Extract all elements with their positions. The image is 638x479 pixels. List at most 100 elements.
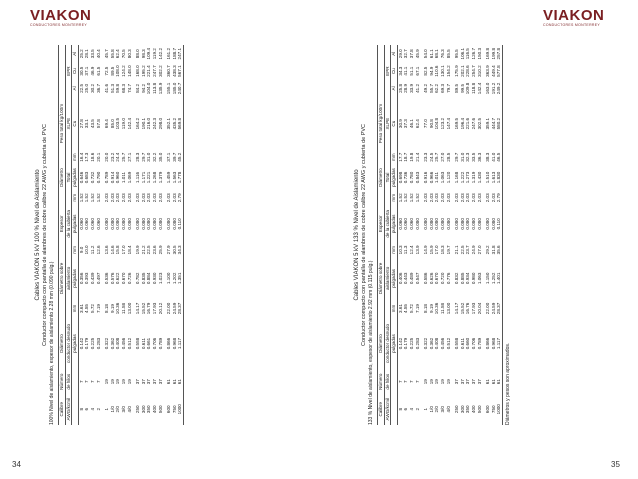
header-cell: de la cubierta [384, 204, 391, 243]
header-cell: conductor desnudo [65, 317, 72, 370]
header-cell: Espesor [377, 204, 385, 243]
table-cell: 2.03 [166, 193, 172, 203]
table-cell: 14.17 [135, 302, 141, 315]
table-cell: 1.117 [496, 317, 503, 370]
table-cell: 77.0 [423, 119, 429, 129]
table-cell: 28.37 [177, 299, 184, 318]
table-cell: 1 [104, 407, 110, 411]
table-cell: 41.6 [104, 83, 110, 93]
table-cell: 600 [485, 405, 491, 414]
table-cell: 2.03 [104, 193, 110, 203]
table-cell: 61 [496, 369, 503, 394]
viakon-logo: VIAKON CONDUCTORES MONTERREY [543, 7, 605, 27]
table-cell: 0.586 [423, 272, 429, 285]
header-cell: mm [71, 190, 79, 205]
table-cell: 1.459 [166, 171, 172, 184]
table-cell: 1.168 [454, 171, 460, 184]
header-cell: de hilos [384, 369, 391, 394]
header-cell: mm [390, 242, 398, 257]
header-cell [377, 299, 385, 318]
table-cell: 0.866 [485, 337, 491, 350]
table-cell: 2.79 [496, 190, 503, 205]
table-cell: 155.1 [166, 82, 172, 95]
header-cell [58, 150, 66, 165]
header-cell: pulgadas [71, 317, 79, 370]
table-cell: 95.5 [454, 49, 460, 59]
header-cell: mm [390, 190, 398, 205]
header-cell: Diámetro [58, 317, 66, 370]
table-cell: 19 [104, 379, 110, 385]
table-cell: 0.080 [423, 218, 429, 230]
header-cell [58, 79, 66, 98]
header-cell: de hilos [65, 369, 72, 394]
header-cell: EPR [384, 62, 391, 80]
header-cell: XLPE [65, 97, 72, 151]
table-cell: 161.2 [166, 47, 172, 60]
header-cell [377, 45, 385, 63]
table-cell: 0.080 [454, 218, 460, 230]
header-cell: Espesor [58, 204, 66, 243]
table-title: Cables VIAKON 5 kV 100 % Nivel de Aislam… [35, 169, 41, 301]
table-cell: 61 [166, 379, 172, 385]
table-cell: 14.17 [454, 302, 460, 315]
table-note: 133 % Nivel de aislamiento, espesor de a… [368, 260, 374, 425]
table-cell: 0.322 [423, 337, 429, 350]
table-cell: 0.110 [496, 204, 503, 243]
header-cell: Diámetro [377, 317, 385, 370]
table-cell: 8.18 [423, 304, 429, 313]
header-cell: mm [390, 150, 398, 165]
header-cell: de la cubierta [65, 204, 72, 243]
header-cell [71, 369, 79, 394]
table-cell: 22.00 [485, 302, 491, 315]
viakon-logo: VIAKON CONDUCTORES MONTERREY [30, 7, 92, 27]
header-cell: Diámetro sobre [377, 256, 385, 300]
header-cell [377, 150, 385, 165]
table-cell: 20.0 [104, 152, 110, 162]
header-cell: Cu [390, 62, 398, 80]
header-cell: Número [58, 369, 66, 394]
page-right: VIAKON CONDUCTORES MONTERREY Cables VIAK… [319, 0, 638, 479]
footnote: Diámetros y pesos son aproximados. [504, 342, 511, 425]
table-cell: 2.03 [485, 193, 491, 203]
table-cell: 2.03 [454, 193, 460, 203]
header-cell [65, 150, 72, 165]
header-cell: pulgadas [71, 204, 79, 243]
header-cell [65, 299, 72, 318]
table-cell: 61 [177, 369, 184, 394]
header-cell: EPR [65, 62, 72, 80]
table-cell: 569.8 [177, 97, 184, 151]
table-cell: 0.536 [104, 272, 110, 285]
header-cell: conductor desnudo [384, 317, 391, 370]
table-cell: 23.3 [423, 152, 429, 162]
header-cell: Cu [71, 97, 79, 151]
table-cell: 61 [485, 379, 491, 385]
table-cell: 359.1 [485, 117, 491, 130]
header-cell: pulgadas [390, 317, 398, 370]
table-cell: 1.351 [177, 256, 184, 300]
table-cell: 1.117 [177, 317, 184, 370]
table-cell: 37 [135, 379, 141, 385]
header-cell: Diámetro sobre [58, 256, 66, 300]
table-cell: 21.1 [454, 245, 460, 255]
table-cell: 168.0 [135, 65, 141, 77]
header-cell: Cu [390, 97, 398, 151]
table-cell: 22.00 [166, 302, 172, 315]
table-cell: 82.5 [423, 66, 429, 76]
table-cell: 2.03 [135, 193, 141, 203]
table-cell: 8.18 [104, 304, 110, 313]
header-cell: Cu [71, 62, 79, 80]
header-cell [58, 190, 66, 205]
header-cell: AWG/kcmil [65, 393, 72, 425]
table-cell: 0.558 [454, 337, 460, 350]
header-cell [384, 150, 391, 165]
header-cell: mm [71, 242, 79, 257]
